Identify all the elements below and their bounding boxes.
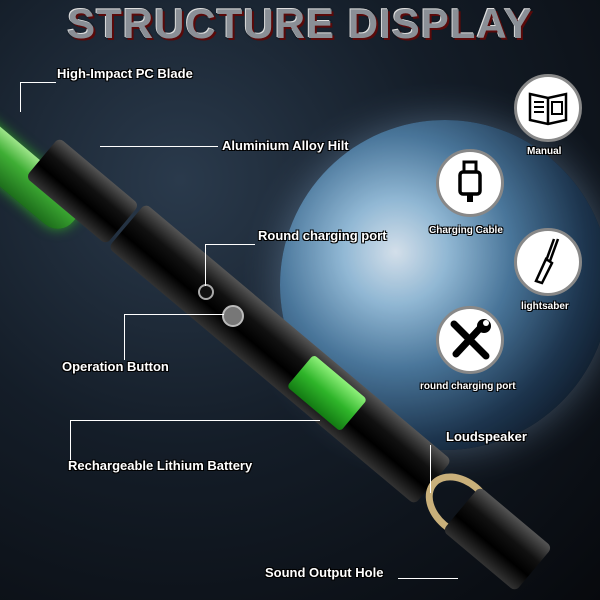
- charging-port: [198, 284, 214, 300]
- leader-line: [20, 82, 56, 83]
- tools-icon: [436, 306, 504, 374]
- label-hilt: Aluminium Alloy Hilt: [222, 138, 349, 153]
- leader-line: [205, 244, 206, 286]
- leader-line: [398, 578, 458, 579]
- label-battery: Rechargeable Lithium Battery: [68, 458, 253, 473]
- accessory-label: lightsaber: [521, 301, 569, 312]
- accessory-label: round charging port: [420, 381, 516, 392]
- usb-icon: [436, 149, 504, 217]
- label-loudspeaker: Loudspeaker: [446, 429, 527, 444]
- accessory-label: Charging Cable: [429, 225, 503, 236]
- accessory-label: Manual: [527, 146, 562, 157]
- leader-line: [20, 82, 21, 112]
- label-blade: High-Impact PC Blade: [57, 66, 193, 81]
- leader-line: [430, 445, 431, 493]
- leader-line: [70, 420, 320, 421]
- leader-line: [124, 314, 224, 315]
- leader-line: [100, 146, 218, 147]
- label-operation-button: Operation Button: [62, 359, 169, 374]
- page-title: STRUCTURE DISPLAY: [67, 0, 533, 47]
- leader-line: [124, 314, 125, 360]
- book-icon: [514, 74, 582, 142]
- operation-button: [222, 305, 244, 327]
- label-charging-port: Round charging port: [258, 228, 387, 243]
- leader-line: [205, 244, 255, 245]
- leader-line: [70, 420, 71, 460]
- lightsaber-icon: [514, 228, 582, 296]
- label-sound-output-hole: Sound Output Hole: [265, 565, 384, 580]
